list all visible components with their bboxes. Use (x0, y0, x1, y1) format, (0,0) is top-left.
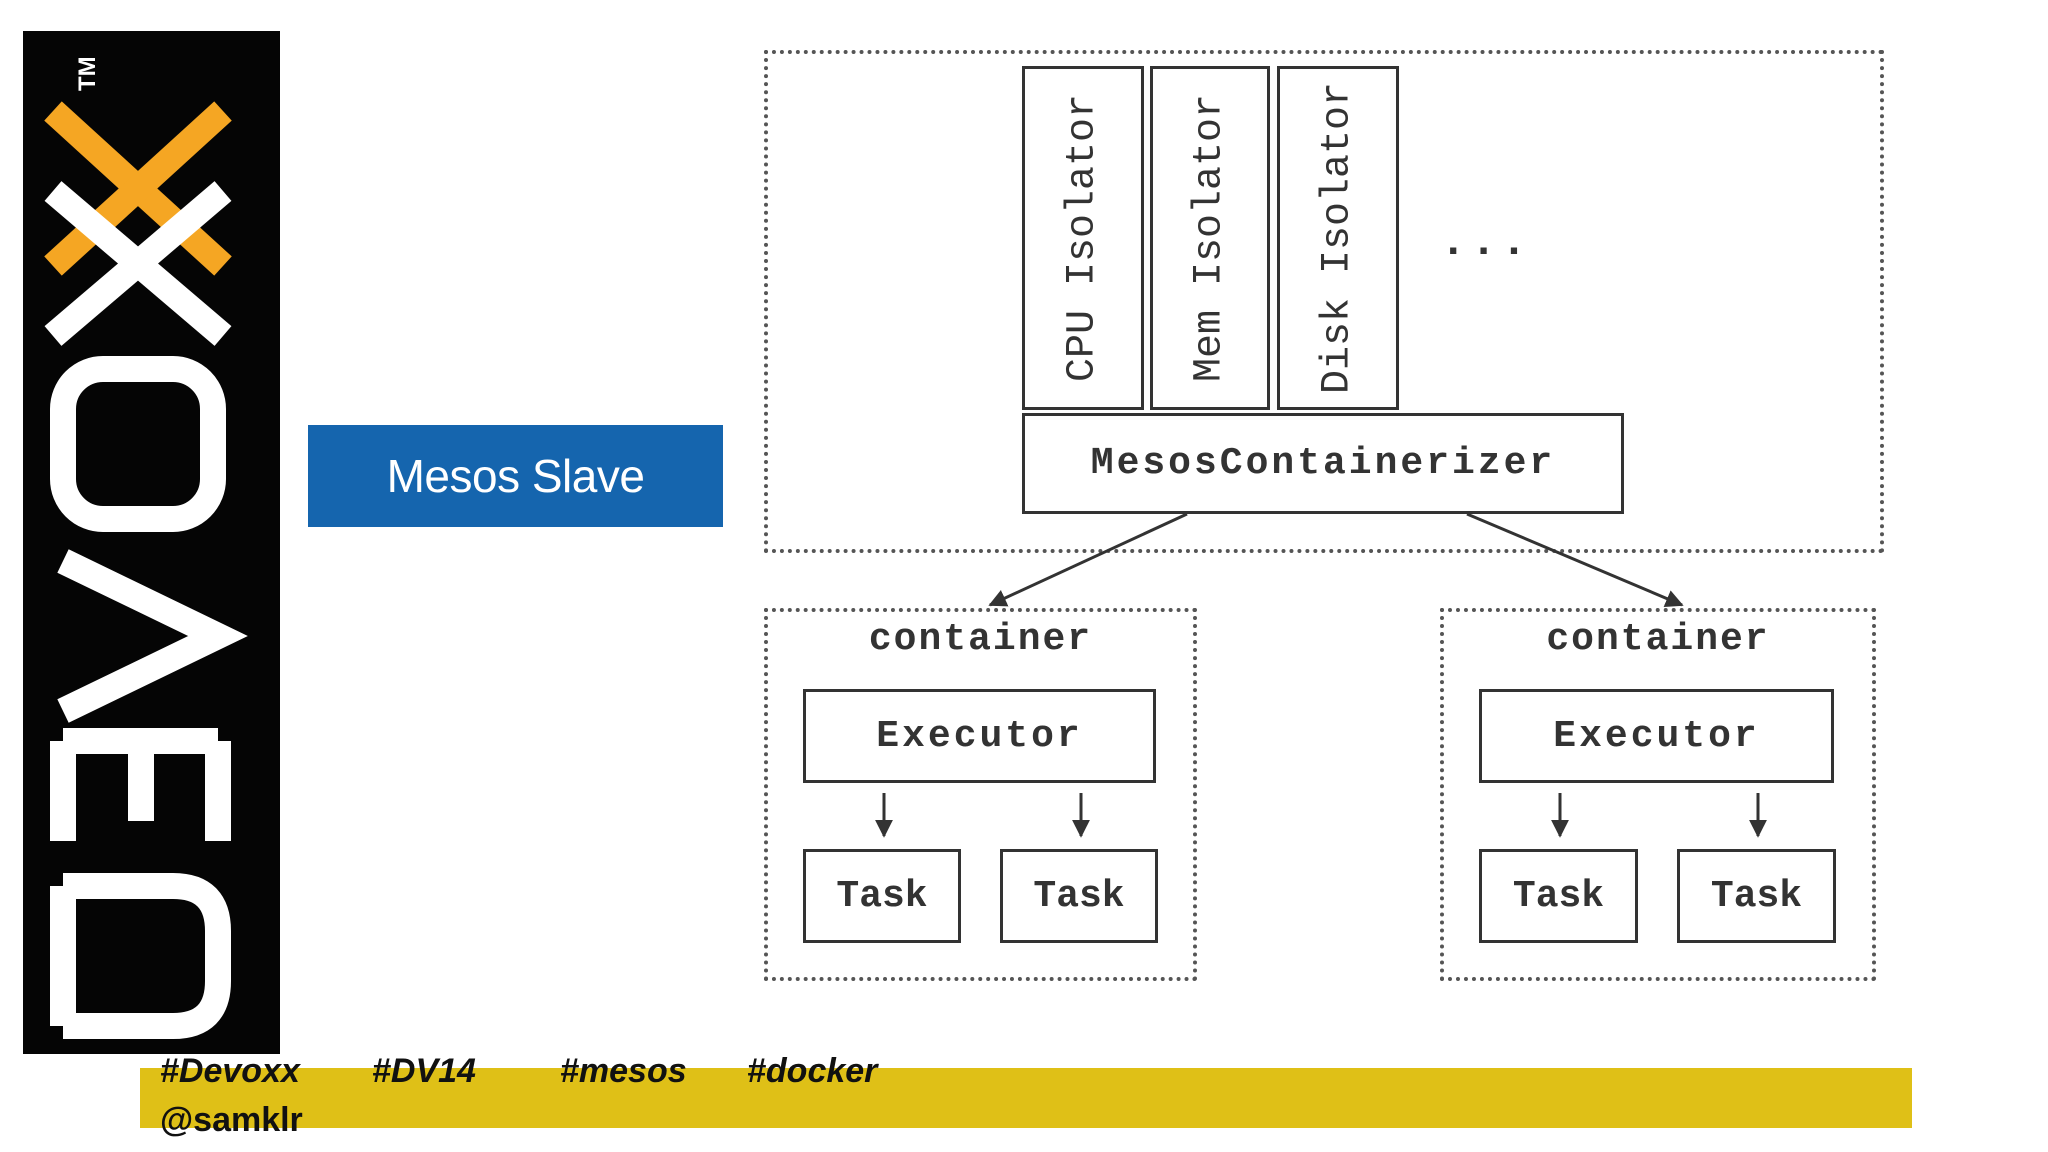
container-right-task-1: Task (1479, 849, 1638, 943)
container-left-executor: Executor (803, 689, 1156, 783)
container-right-executor-label: Executor (1553, 714, 1760, 758)
isolator-disk-label: Disk Isolator (1315, 81, 1361, 395)
devoxx-logo-graphic: TM (44, 56, 248, 1039)
container-right-title: container (1546, 618, 1770, 661)
hashtag-docker: #docker (747, 1052, 878, 1090)
container-left-task-2: Task (1000, 849, 1158, 943)
container-right-task-2: Task (1677, 849, 1836, 943)
more-isolators-ellipsis: ... (1440, 218, 1532, 268)
isolator-disk: Disk Isolator (1277, 66, 1399, 410)
isolator-mem: Mem Isolator (1150, 66, 1270, 410)
slide-title-badge: Mesos Slave (308, 425, 723, 527)
isolator-mem-label: Mem Isolator (1187, 93, 1233, 383)
slave-boundary (764, 50, 1884, 553)
devoxx-logo: TM (23, 31, 280, 1054)
footer-bar (140, 1068, 1912, 1128)
logo-white-x (44, 181, 232, 346)
container-left-executor-label: Executor (876, 714, 1083, 758)
logo-letter-o (50, 356, 226, 532)
trademark-text: TM (74, 56, 101, 91)
container-right-executor: Executor (1479, 689, 1834, 783)
isolator-cpu: CPU Isolator (1022, 66, 1144, 410)
hashtag-devoxx: #Devoxx (160, 1052, 300, 1090)
logo-letter-d (50, 873, 231, 1039)
slide-title: Mesos Slave (386, 450, 645, 502)
logo-letter-e (50, 728, 231, 841)
container-right-task-1-label: Task (1512, 874, 1605, 918)
logo-orange-x (44, 101, 232, 276)
container-left-title: container (868, 618, 1093, 661)
hashtag-dv14: #DV14 (372, 1052, 476, 1090)
container-left-task-1-label: Task (836, 874, 928, 918)
hashtag-mesos: #mesos (560, 1052, 687, 1090)
container-left-task-1: Task (803, 849, 961, 943)
isolator-cpu-label: CPU Isolator (1060, 93, 1106, 383)
container-left (764, 608, 1197, 981)
logo-letter-v (57, 549, 248, 723)
container-left-task-2-label: Task (1033, 874, 1125, 918)
mesos-containerizer: MesosContainerizer (1022, 413, 1624, 514)
container-right-task-2-label: Task (1710, 874, 1803, 918)
mesos-containerizer-label: MesosContainerizer (1090, 442, 1556, 485)
twitter-handle: @samklr (160, 1101, 303, 1139)
container-right (1440, 608, 1876, 981)
